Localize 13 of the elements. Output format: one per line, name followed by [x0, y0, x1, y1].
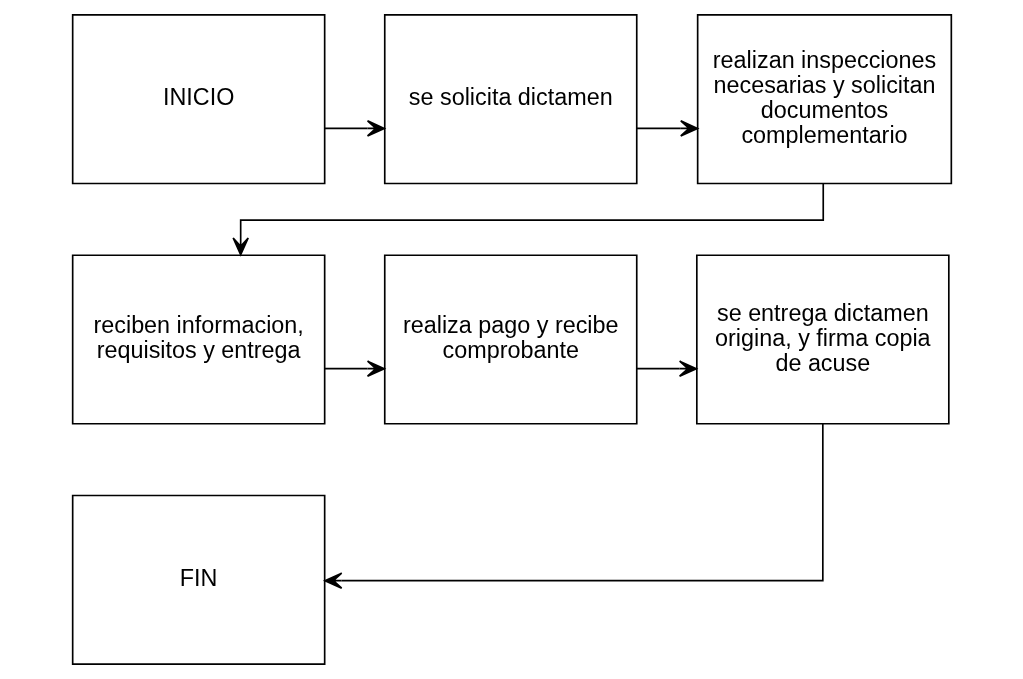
arrow [323, 423, 824, 589]
node-box: realiza pago y recibe comprobante [383, 254, 638, 425]
arrow [635, 360, 697, 378]
node-box: realizan inspecciones necesarias y solicitan documentos complementario [696, 14, 952, 185]
node-box: INICIO [71, 14, 325, 185]
node-box: se solicita dictamen [383, 14, 638, 185]
node-box: reciben informacion, requisitos y entrega [71, 254, 325, 425]
node-box: FIN [71, 494, 325, 665]
arrow [323, 120, 385, 137]
arrow [231, 183, 824, 256]
arrow [635, 120, 698, 137]
arrow [323, 360, 385, 378]
node-box: se entrega dictamen origina, y firma copia de acuse [695, 254, 950, 425]
